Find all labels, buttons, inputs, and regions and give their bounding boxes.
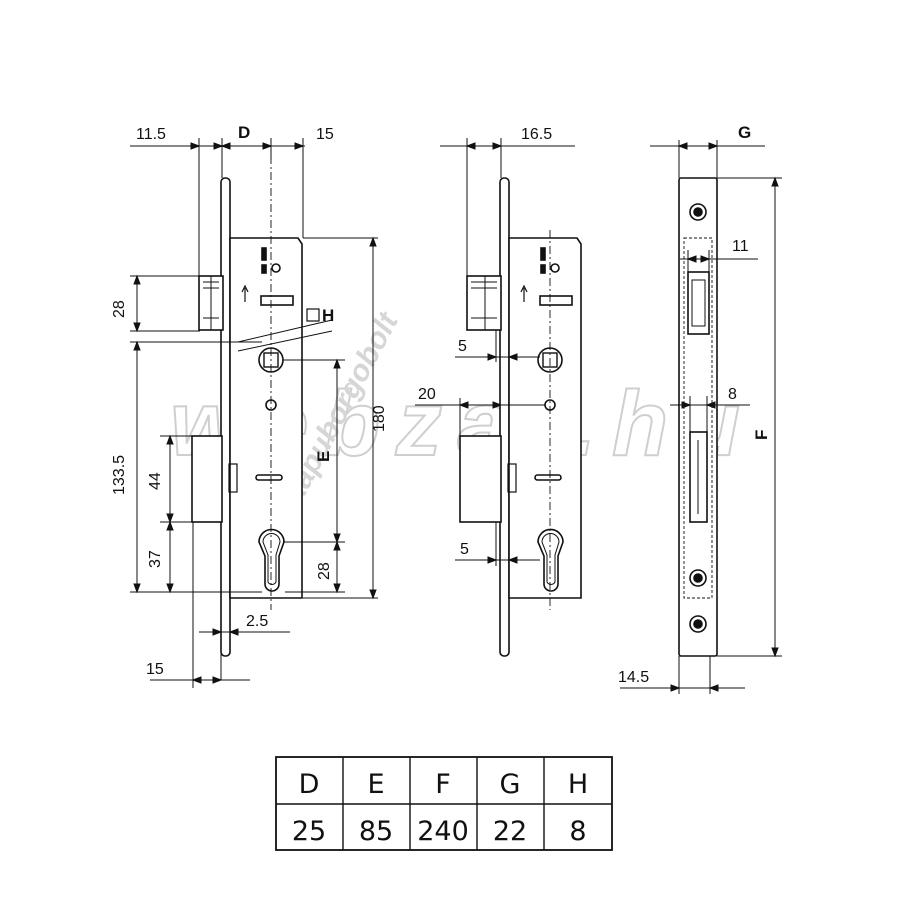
table-value-d: 25 — [292, 816, 326, 847]
left-view — [191, 140, 303, 657]
right-view — [678, 177, 718, 657]
faceplate-middle — [499, 177, 510, 657]
slot — [260, 295, 294, 306]
dim-11-5: 11.5 — [136, 126, 166, 143]
left-view-dimensions — [130, 138, 378, 688]
dim-e: E — [314, 451, 333, 462]
dim-16-5: 16.5 — [521, 126, 552, 143]
table-header-g: G — [500, 769, 521, 800]
dim-g: G — [738, 123, 751, 142]
dim-28-cyl: 28 — [316, 562, 333, 580]
dim-20: 20 — [418, 386, 436, 403]
dim-14-5: 14.5 — [618, 669, 649, 686]
table-value-f: 240 — [417, 816, 469, 847]
latch-middle — [466, 275, 502, 331]
square-h-symbol — [306, 308, 320, 322]
dim-15-top: 15 — [316, 126, 334, 143]
middle-view — [459, 177, 582, 657]
dim-37: 37 — [147, 550, 164, 568]
dim-d: D — [238, 123, 250, 142]
left-view-labels: 11.5 D 15 28 133.5 44 37 180 E 28 H 2.5 … — [111, 123, 388, 678]
dim-h: H — [322, 306, 334, 325]
dim-8: 8 — [728, 386, 737, 403]
dim-180: 180 — [371, 405, 388, 432]
dimension-table: D E F G H 25 85 240 22 8 — [275, 756, 613, 851]
deadbolt-middle — [459, 435, 502, 523]
lock-body — [229, 237, 303, 599]
dim-15-bottom: 15 — [146, 661, 164, 678]
lock-body-middle — [508, 237, 582, 599]
faceplate — [220, 177, 231, 657]
cylinder-hole-middle — [537, 528, 564, 592]
dim-5-bolt: 5 — [460, 541, 469, 558]
middle-view-dimensions — [415, 138, 575, 566]
table-value-g: 22 — [493, 816, 527, 847]
table-header-f: F — [435, 769, 451, 800]
table-header-h: H — [568, 769, 588, 800]
dim-11: 11 — [732, 238, 749, 255]
dim-f: F — [752, 430, 771, 440]
right-view-dimensions — [620, 140, 782, 694]
deadbolt — [191, 435, 223, 523]
table-header-e: E — [367, 769, 384, 800]
middle-view-labels: 16.5 5 20 5 — [418, 126, 552, 558]
right-view-labels: G 11 8 F 14.5 — [618, 123, 771, 686]
dim-2-5: 2.5 — [246, 613, 268, 630]
dim-28-latch: 28 — [111, 300, 128, 318]
table-value-h: 8 — [569, 816, 586, 847]
dim-133-5: 133.5 — [111, 455, 128, 495]
table-header-d: D — [299, 769, 320, 800]
latch-window — [687, 271, 710, 335]
dim-44: 44 — [147, 472, 164, 490]
dim-5-latch: 5 — [458, 338, 467, 355]
table-value-e: 85 — [359, 816, 393, 847]
